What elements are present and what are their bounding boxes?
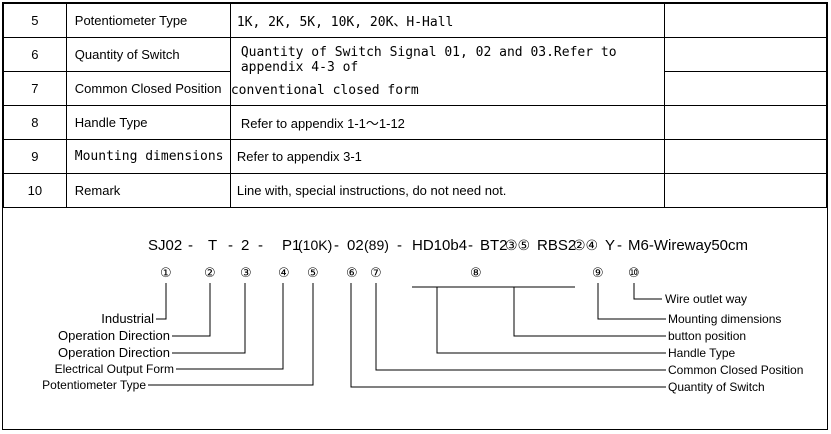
spec-table: 5 Potentiometer Type 1K, 2K, 5K, 10K, 20… — [3, 3, 827, 208]
leader-line — [148, 283, 314, 386]
label-quantity-switch: Quantity of Switch — [668, 380, 765, 394]
leader-line — [172, 283, 246, 354]
row-extra — [664, 3, 827, 38]
row-number: 8 — [3, 105, 67, 140]
marker: ④ — [278, 265, 290, 280]
leader-line — [597, 283, 666, 320]
row-name: Remark — [65, 173, 231, 208]
marker: ⑨ — [592, 265, 604, 280]
code-part: - — [188, 237, 193, 254]
marker: ⑤ — [307, 265, 319, 280]
code-part: ②④ — [573, 237, 598, 253]
marker: ③ — [240, 265, 252, 280]
label-operation-direction: Operation Direction — [58, 345, 170, 360]
marker: ⑥ — [346, 265, 358, 280]
row-name: Common Closed Position — [65, 71, 231, 106]
leader-line — [350, 283, 666, 388]
leader-line — [633, 283, 662, 300]
code-part: Y — [605, 237, 615, 254]
leader-line — [176, 283, 284, 370]
row-value: Line with, special instructions, do not … — [229, 173, 666, 208]
left-labels: Industrial Operation Direction Operation… — [42, 311, 174, 392]
row-name: Handle Type — [65, 105, 231, 140]
label-operation-direction: Operation Direction — [58, 328, 170, 343]
markers: ① ② ③ ④ ⑤ ⑥ ⑦ ⑧ ⑨ ⑩ — [160, 265, 640, 280]
table-row: 8 Handle Type Refer to appendix 1-1～1-12 — [3, 105, 827, 140]
leader-line — [436, 287, 666, 354]
row-value: Refer to appendix 3-1 — [229, 139, 666, 174]
marker: ⑧ — [470, 265, 482, 280]
model-code: SJ02 - T - 2 - P1 (10K) - 02 (89) - HD10… — [148, 237, 748, 254]
row-name: Quantity of Switch — [65, 37, 231, 72]
code-part: 2 — [241, 237, 249, 254]
leader-line — [513, 287, 666, 337]
row-value: Quantity of Switch Signal 01, 02 and 03.… — [240, 45, 617, 75]
code-part: - — [334, 237, 339, 254]
table-row: 7 Common Closed Position — [3, 71, 827, 106]
row-value: Refer to appendix 1-1～1-12 — [229, 105, 666, 140]
code-part: ③⑤ — [505, 237, 530, 253]
table-row: 5 Potentiometer Type 1K, 2K, 5K, 10K, 20… — [3, 3, 827, 38]
label-handle-type: Handle Type — [668, 346, 735, 360]
leader-lines — [148, 283, 666, 388]
marker: ② — [204, 265, 216, 280]
table-row: 9 Mounting dimensions Refer to appendix … — [3, 139, 827, 174]
marker: ⑦ — [370, 265, 382, 280]
row-extra — [664, 173, 827, 208]
code-part: - — [617, 237, 622, 254]
row-extra — [664, 71, 827, 106]
row-name: Potentiometer Type — [65, 3, 231, 38]
row-value: conventional closed form — [230, 83, 419, 98]
code-part: SJ02 — [148, 237, 182, 254]
code-part: P1 — [282, 237, 300, 254]
marker: ① — [160, 265, 172, 280]
label-industrial: Industrial — [101, 311, 154, 326]
row-number: 10 — [3, 173, 67, 208]
code-part: RBS2 — [537, 237, 576, 254]
code-part: - — [397, 237, 402, 254]
label-mounting-dimensions: Mounting dimensions — [668, 312, 781, 326]
leader-line — [375, 283, 666, 371]
leader-line — [156, 283, 167, 320]
leader-line — [172, 283, 211, 337]
code-part: (10K) — [298, 237, 332, 253]
label-potentiometer-type: Potentiometer Type — [42, 378, 146, 392]
code-part: - — [468, 237, 473, 254]
code-part: 02 — [347, 237, 364, 254]
code-part: - — [258, 237, 263, 254]
right-labels: Wire outlet way Mounting dimensions butt… — [665, 292, 803, 394]
row-value-merged: Quantity of Switch Signal 01, 02 and 03.… — [229, 37, 666, 106]
label-wire-outlet: Wire outlet way — [665, 292, 747, 306]
label-button-position: button position — [668, 329, 746, 343]
code-part: (89) — [364, 237, 389, 253]
label-common-closed: Common Closed Position — [668, 363, 803, 377]
table-row: 6 Quantity of Switch Quantity of Switch … — [3, 37, 827, 106]
table-row: 10 Remark Line with, special instruction… — [3, 173, 827, 208]
code-part: HD10b4 — [412, 237, 467, 254]
label-electrical-output: Electrical Output Form — [55, 362, 174, 376]
code-part: T — [208, 237, 217, 254]
marker: ⑩ — [628, 265, 640, 280]
code-part: M6-Wireway50cm — [628, 237, 748, 254]
code-part: - — [228, 237, 233, 254]
code-part: BT2 — [480, 237, 508, 254]
